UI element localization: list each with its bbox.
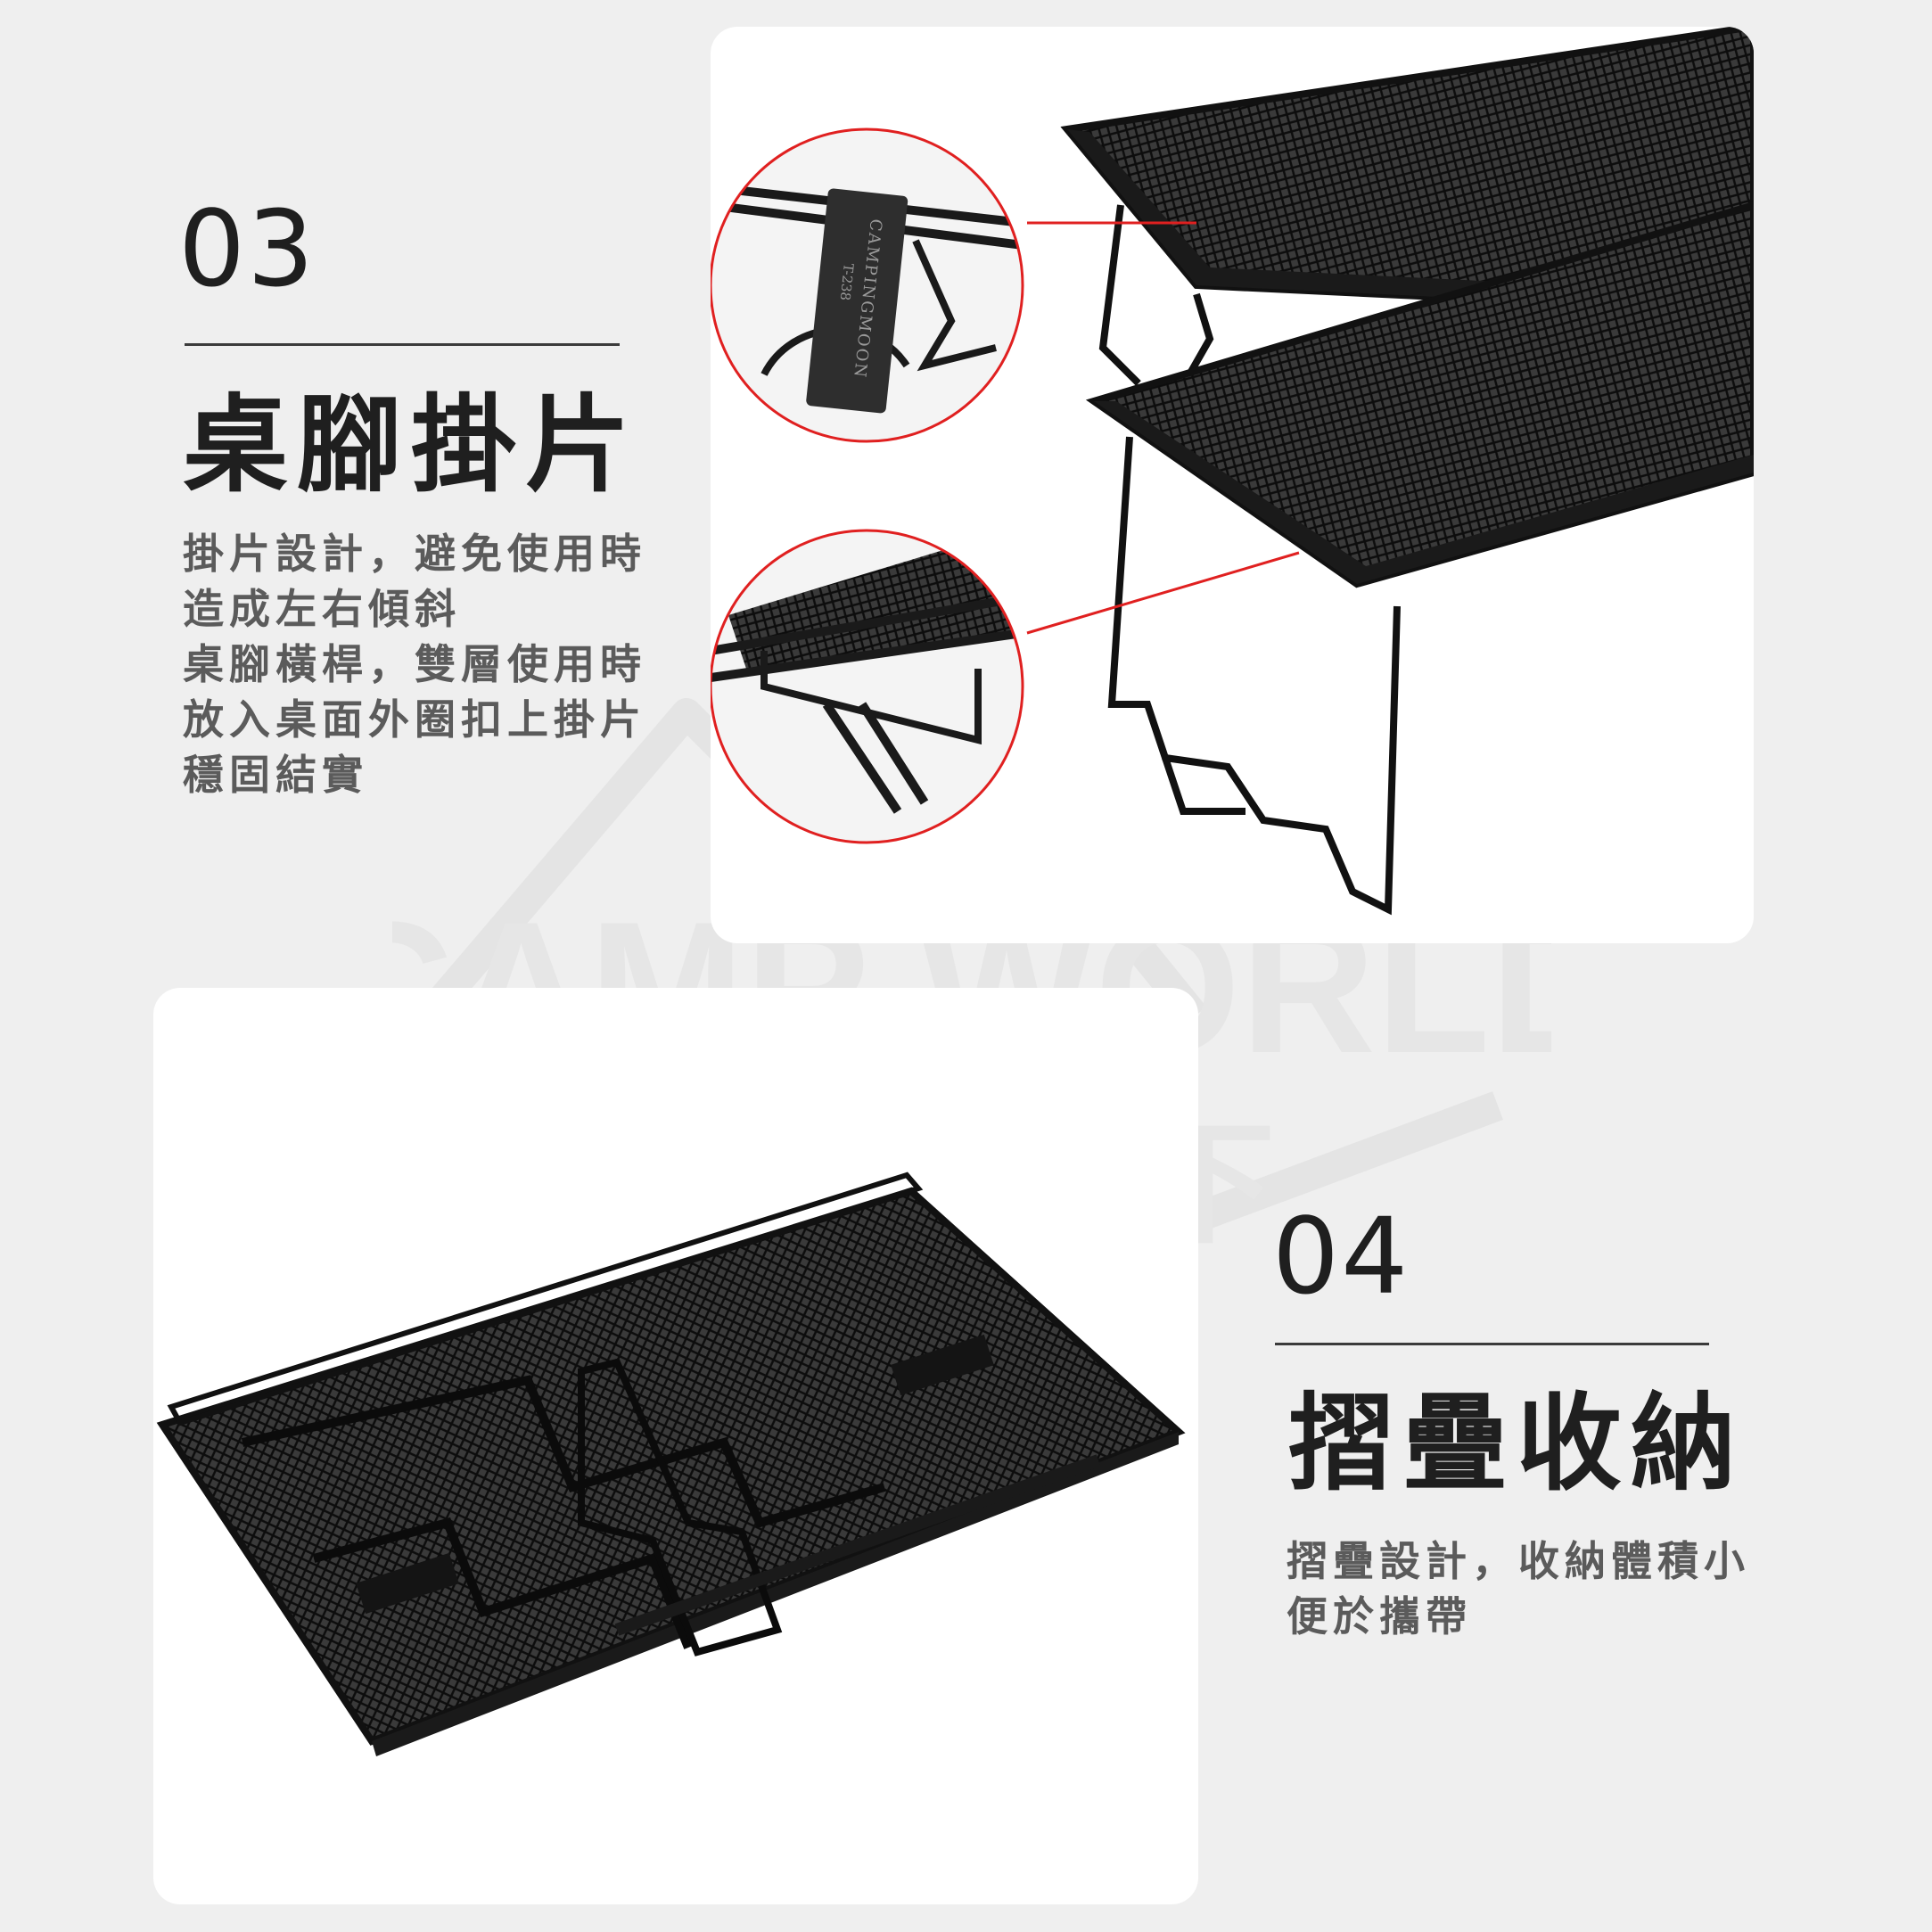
section-number-04: 04 [1272, 1195, 1410, 1318]
hanger-tag-code: T-238 [837, 263, 857, 301]
description-line: 桌腳橫桿，雙層使用時 [183, 640, 646, 688]
divider-03 [185, 343, 620, 346]
section-title-04: 摺疊收納 [1288, 1382, 1746, 1505]
section-description-03: 掛片設計，避免使用時 造成左右傾斜 桌腳橫桿，雙層使用時 放入桌面外圈扣上掛片 … [183, 526, 646, 802]
description-line: 造成左右傾斜 [183, 585, 461, 633]
callout-circle-hanger-tag: CAMPINGMOON T-238 [711, 127, 1024, 443]
section-title-03: 桌腳掛片 [183, 383, 640, 506]
product-image-card-stacked: CAMPINGMOON T-238 [711, 27, 1754, 943]
folded-tray [156, 1172, 1186, 1756]
divider-04 [1275, 1343, 1709, 1345]
lower-tray [1085, 201, 1754, 916]
section-description-04: 摺疊設計，收納體積小 便於攜帶 [1287, 1533, 1750, 1644]
section-number-03: 03 [178, 187, 317, 310]
folded-table-illustration [156, 1172, 1186, 1756]
description-line: 穩固結實 [183, 751, 368, 799]
description-line: 放入桌面外圈扣上掛片 [183, 695, 646, 744]
callout-circle-crossbar [711, 529, 1024, 844]
description-line: 掛片設計，避免使用時 [183, 530, 646, 578]
description-line: 摺疊設計，收納體積小 [1287, 1537, 1750, 1585]
callout-line-bottom [1026, 551, 1300, 635]
stacked-tables-illustration: CAMPINGMOON T-238 [711, 27, 1754, 916]
description-line: 便於攜帶 [1287, 1592, 1472, 1640]
product-image-card-folded [153, 988, 1198, 1904]
